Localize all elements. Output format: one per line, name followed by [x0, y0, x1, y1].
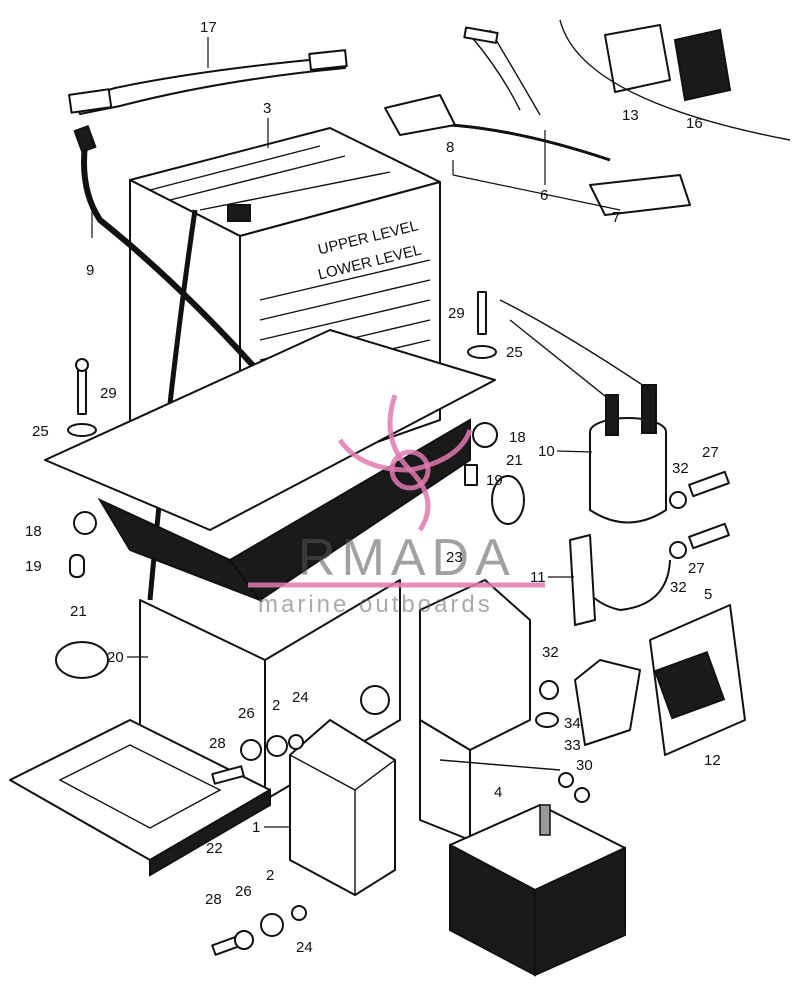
callout-27a: 27 [702, 444, 719, 461]
callout-22: 22 [206, 840, 223, 857]
cap-cover [384, 94, 456, 136]
callout-18a: 18 [25, 523, 42, 540]
callout-17: 17 [200, 19, 217, 36]
callout-12: 12 [704, 752, 721, 769]
callout-21b: 21 [506, 452, 523, 469]
callout-32b: 32 [670, 579, 687, 596]
callout-3: 3 [263, 100, 271, 117]
callout-2a: 2 [272, 697, 280, 714]
section-divider [559, 19, 791, 141]
callout-24a: 24 [292, 689, 309, 706]
relay-cover [673, 28, 732, 102]
callout-21a: 21 [70, 603, 87, 620]
coil-clamp [569, 534, 671, 626]
bottom-tray [9, 719, 271, 877]
callout-28a: 28 [209, 735, 226, 752]
callout-24b: 24 [296, 939, 313, 956]
callout-13: 13 [622, 107, 639, 124]
callout-20: 20 [107, 649, 124, 666]
connector [649, 604, 746, 756]
callout-34: 34 [564, 715, 581, 732]
callout-11: 11 [530, 569, 546, 586]
callout-18b: 18 [509, 429, 526, 446]
watermark-logo [248, 394, 545, 588]
callout-19b: 19 [486, 472, 503, 489]
callout-16: 16 [686, 115, 703, 132]
fasteners [55, 291, 730, 956]
rectifier [449, 804, 626, 977]
watermark: RMADA marine outboards [248, 394, 545, 618]
callout-8: 8 [446, 139, 454, 156]
ignition-coil [499, 299, 667, 524]
wire-harness [449, 26, 611, 162]
mounting-bracket [419, 579, 561, 841]
watermark-tagline: marine outboards [258, 591, 493, 618]
callout-33: 33 [564, 737, 581, 754]
callout-23: 23 [446, 549, 463, 566]
callout-26b: 26 [235, 883, 252, 900]
callout-30: 30 [576, 757, 593, 774]
callout-9: 9 [86, 262, 94, 279]
callout-32c: 32 [542, 644, 559, 661]
battery-strap [68, 49, 348, 115]
callout-29a: 29 [100, 385, 117, 402]
callout-2b: 2 [266, 867, 274, 884]
watermark-brand: RMADA [298, 529, 516, 587]
callout-32a: 32 [672, 460, 689, 477]
resistor [574, 659, 641, 746]
callout-labels: 17 3 9 8 6 7 13 16 29 25 29 25 18 19 21 … [25, 19, 721, 956]
callout-1: 1 [252, 819, 260, 836]
callout-26a: 26 [238, 705, 255, 722]
callout-29b: 29 [448, 305, 465, 322]
callout-19a: 19 [25, 558, 42, 575]
regulator [289, 719, 396, 896]
relay [604, 24, 671, 93]
callout-25a: 25 [32, 423, 49, 440]
callout-28b: 28 [205, 891, 222, 908]
callout-27b: 27 [688, 560, 705, 577]
boot-cover [589, 174, 691, 216]
callout-25b: 25 [506, 344, 523, 361]
callout-5: 5 [704, 586, 712, 603]
callout-6: 6 [540, 187, 548, 204]
callout-10: 10 [538, 443, 555, 460]
callout-4: 4 [494, 784, 502, 801]
callout-7: 7 [612, 209, 620, 226]
